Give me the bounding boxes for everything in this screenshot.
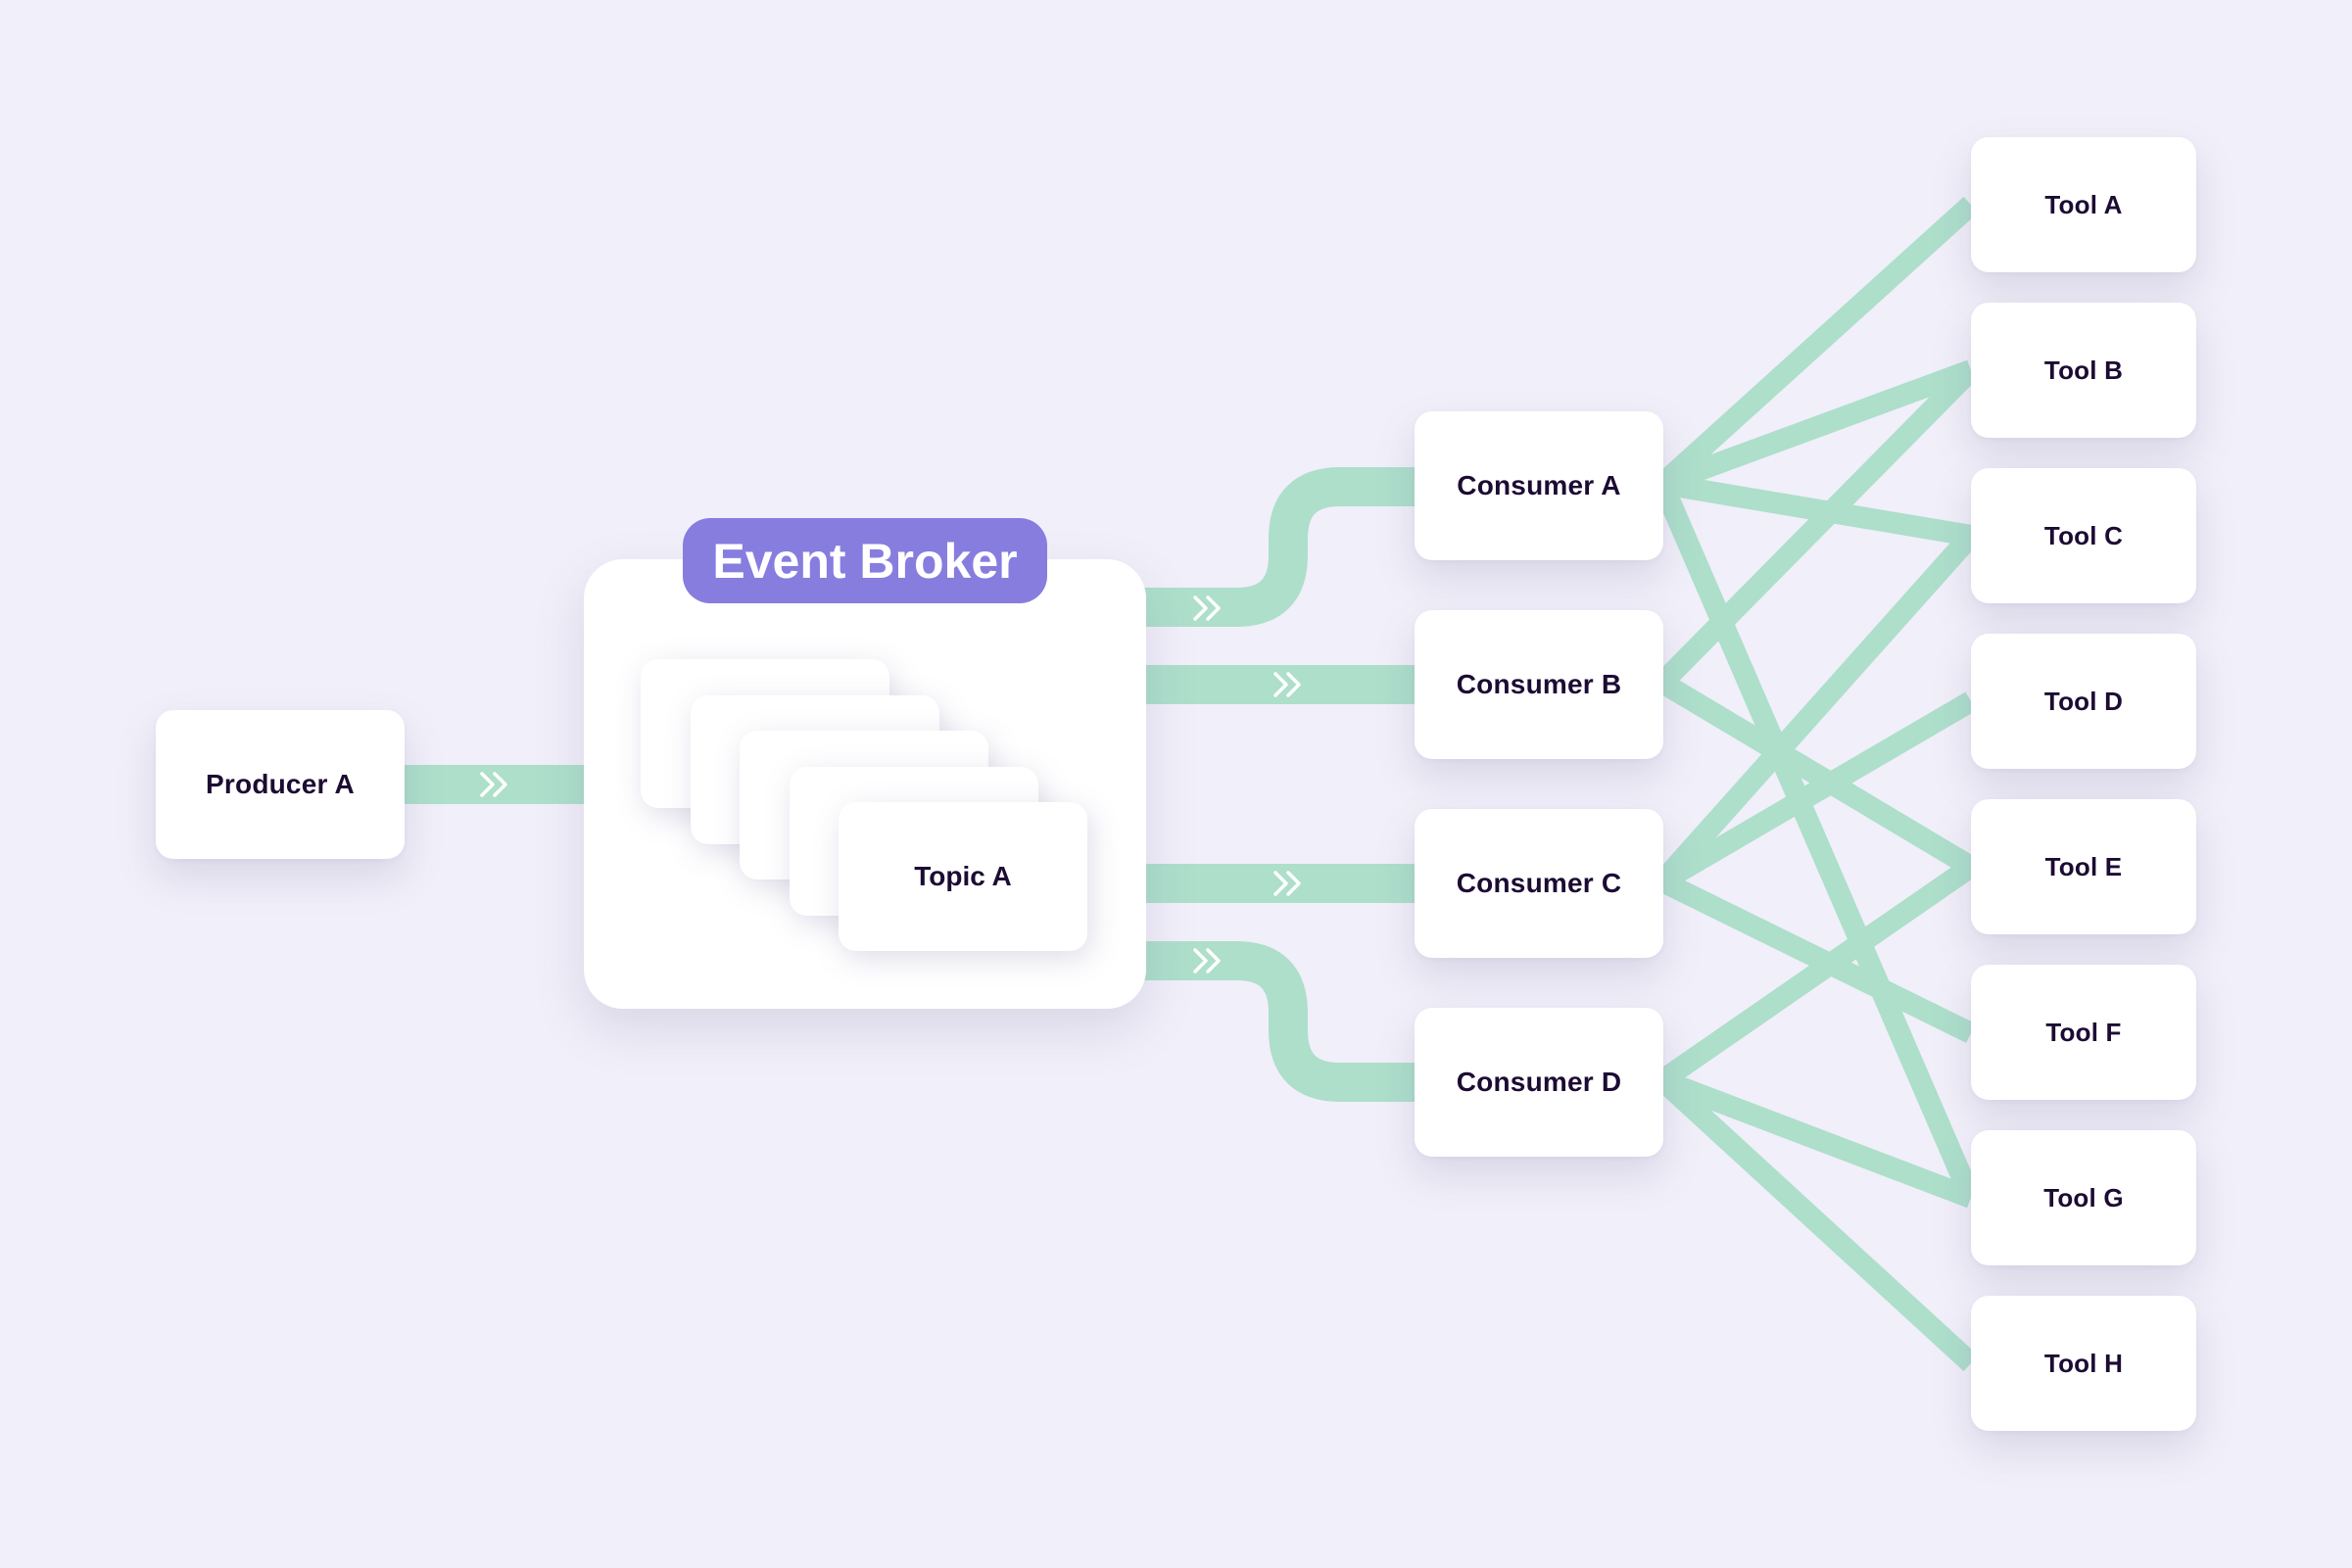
tool-label: Tool F xyxy=(2045,1017,2122,1047)
flow-broker-consumer-a xyxy=(1142,467,1416,627)
double-chevron-right-icon xyxy=(1273,672,1301,697)
tool-f-node[interactable]: Tool F xyxy=(1971,965,2196,1100)
edge-consumer-d-tool-h xyxy=(1655,1071,1979,1372)
edge-consumer-d-tool-g xyxy=(1658,1069,1975,1209)
edge-consumer-c-tool-f xyxy=(1657,872,1976,1043)
tool-label: Tool H xyxy=(2043,1348,2124,1378)
consumer-label: Consumer B xyxy=(1456,669,1622,699)
tool-label: Tool A xyxy=(2044,189,2123,219)
tool-label: Tool G xyxy=(2043,1182,2124,1212)
edge-consumer-b-tool-e xyxy=(1656,673,1977,877)
flow-broker-consumer-d xyxy=(1142,941,1416,1102)
edge-consumer-c-tool-d xyxy=(1656,691,1977,891)
producer-node[interactable]: Producer A xyxy=(156,710,405,859)
tool-h-node[interactable]: Tool H xyxy=(1971,1296,2196,1431)
edge-consumer-a-tool-a xyxy=(1655,196,1979,493)
tool-b-node[interactable]: Tool B xyxy=(1971,303,2196,438)
tool-label: Tool E xyxy=(2044,851,2123,881)
tool-label: Tool D xyxy=(2043,686,2124,716)
edge-consumer-d-tool-e xyxy=(1656,857,1978,1090)
double-chevron-right-icon xyxy=(480,772,507,797)
tool-a-node[interactable]: Tool A xyxy=(1971,137,2196,272)
edge-consumer-a-tool-c xyxy=(1660,473,1973,546)
edge-consumer-a-tool-g xyxy=(1652,479,1982,1203)
consumer-c-node[interactable]: Consumer C xyxy=(1415,809,1663,958)
double-chevron-right-icon xyxy=(1193,595,1221,621)
consumer-d-node[interactable]: Consumer D xyxy=(1415,1008,1663,1157)
topic-card[interactable]: Topic A xyxy=(839,802,1087,951)
tool-label: Tool C xyxy=(2043,520,2124,550)
event-broker-title: Event Broker xyxy=(683,518,1047,603)
producer-label: Producer A xyxy=(206,769,355,799)
event-broker-label: Event Broker xyxy=(712,533,1018,589)
edge-consumer-b-tool-b xyxy=(1655,362,1979,690)
consumer-label: Consumer D xyxy=(1456,1067,1622,1097)
edge-consumer-c-tool-c xyxy=(1654,528,1980,889)
edge-consumer-a-tool-b xyxy=(1658,359,1975,495)
double-chevron-right-icon xyxy=(1193,948,1221,974)
consumer-a-node[interactable]: Consumer A xyxy=(1415,411,1663,560)
consumer-b-node[interactable]: Consumer B xyxy=(1415,610,1663,759)
topic-label: Topic A xyxy=(914,861,1012,891)
consumer-label: Consumer C xyxy=(1456,868,1622,898)
tool-d-node[interactable]: Tool D xyxy=(1971,634,2196,769)
tool-label: Tool B xyxy=(2043,355,2124,385)
tool-c-node[interactable]: Tool C xyxy=(1971,468,2196,603)
tool-e-node[interactable]: Tool E xyxy=(1971,799,2196,934)
tool-g-node[interactable]: Tool G xyxy=(1971,1130,2196,1265)
consumer-label: Consumer A xyxy=(1457,470,1621,500)
double-chevron-right-icon xyxy=(1273,871,1301,896)
